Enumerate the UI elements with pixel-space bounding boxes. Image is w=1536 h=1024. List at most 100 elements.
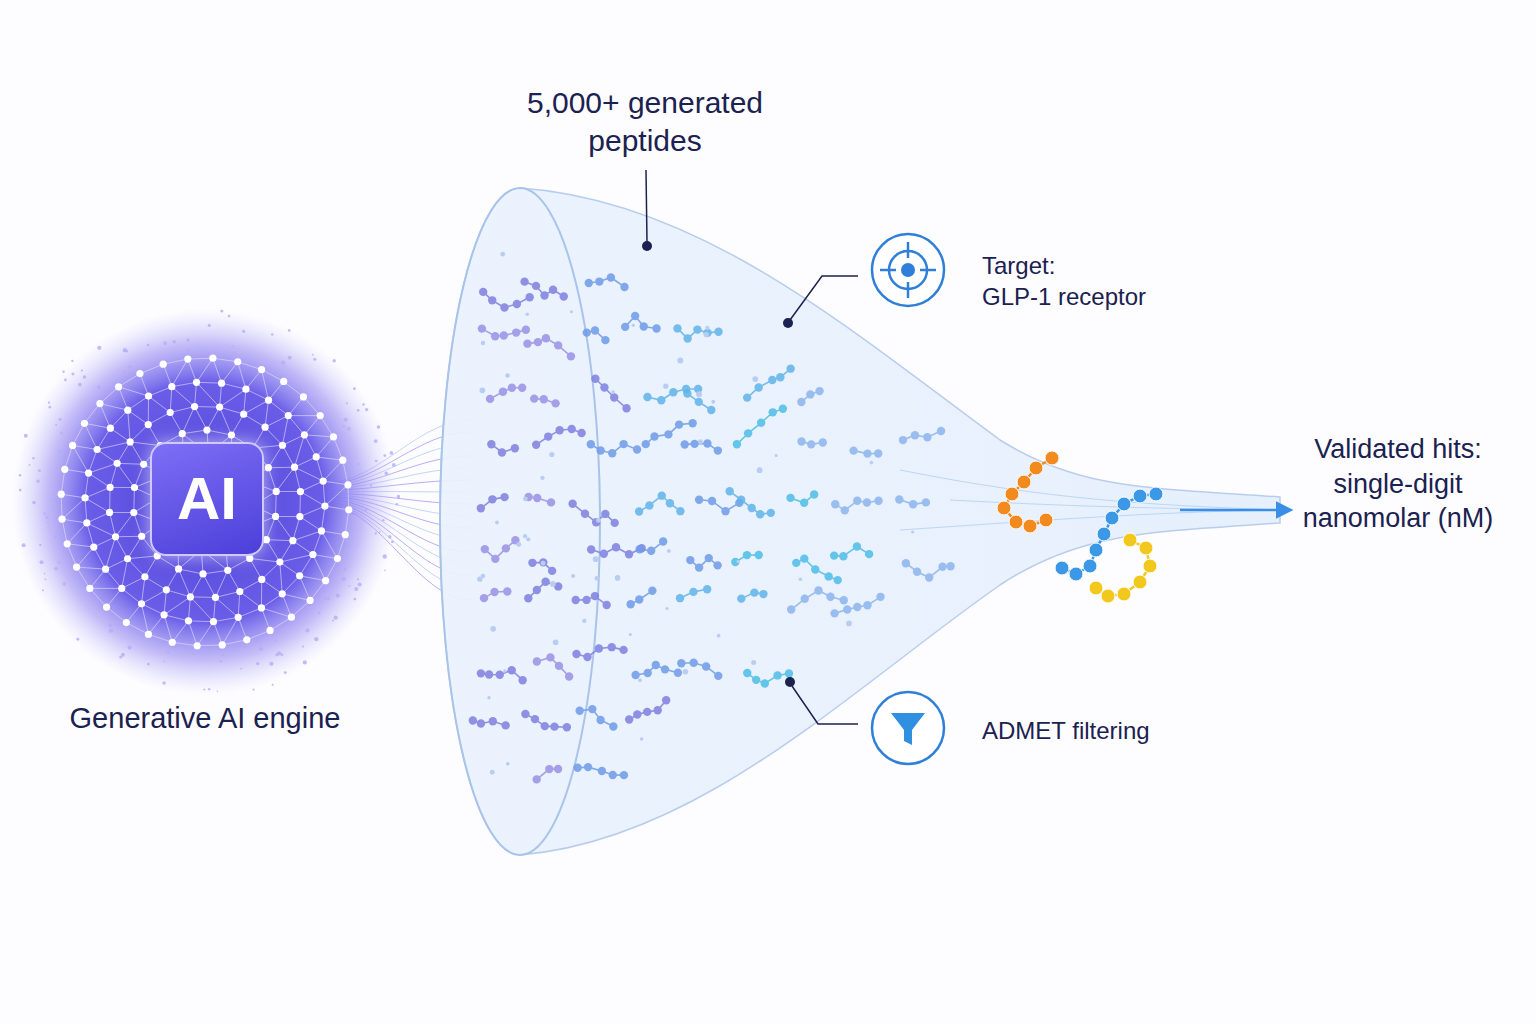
peptide-chain	[521, 710, 571, 732]
peptide-chain	[487, 440, 519, 457]
peptide-chain	[575, 705, 617, 731]
peptide-chain	[587, 543, 646, 559]
particle-dot	[503, 669, 507, 673]
particle-dot	[495, 521, 499, 525]
peptide-chain	[626, 587, 656, 609]
peptide-chain	[686, 554, 722, 572]
particle-dot	[911, 530, 914, 533]
text-line: ADMET filtering	[982, 716, 1222, 747]
ai-engine-sphere: AIGenerative AI engine	[10, 307, 400, 697]
target-callout: Target: GLP-1 receptor	[982, 251, 1222, 312]
peptide-chain	[725, 487, 775, 518]
peptide-chain	[585, 273, 629, 291]
peptide-chain	[621, 312, 661, 333]
funnel-mouth	[440, 188, 600, 855]
particle-dot	[711, 400, 715, 404]
output-callout: Validated hits: single-digit nanomolar (…	[1268, 432, 1528, 536]
peptide-chain	[587, 440, 642, 458]
particle-dot	[505, 373, 510, 378]
leader-dot	[783, 318, 793, 328]
peptide-chain	[524, 493, 555, 507]
peptide-chain	[680, 439, 722, 454]
particle-dot	[480, 388, 486, 394]
funnel-callout: 5,000+ generated peptides	[495, 84, 795, 161]
peptide-chain	[899, 427, 945, 444]
text-line: nanomolar (nM)	[1268, 501, 1528, 536]
text-line: peptides	[495, 122, 795, 160]
peptide-chain	[477, 493, 509, 513]
text-line: Target:	[982, 251, 1222, 282]
filter-icon	[872, 692, 944, 764]
target-icon	[872, 234, 944, 306]
leader-line	[792, 686, 858, 724]
peptide-chain	[528, 558, 556, 575]
particle-dot	[526, 537, 530, 541]
particle-dot	[549, 452, 554, 457]
chip-label: AI	[177, 469, 237, 529]
peptide-chain	[635, 537, 667, 555]
peptide-chain	[731, 551, 763, 566]
peptide-chain	[743, 364, 795, 401]
peptide-chain	[477, 666, 527, 684]
particle-dot	[593, 556, 599, 562]
peptide-chain	[532, 425, 586, 449]
peptide-chain	[797, 437, 827, 448]
hit-chain	[1089, 533, 1157, 603]
hit-chain	[1055, 487, 1163, 581]
particle-dot	[582, 619, 586, 623]
peptide-chain	[849, 446, 882, 457]
peptide-chain	[787, 586, 848, 613]
particle-dot	[541, 561, 546, 566]
peptide-chain	[486, 383, 527, 403]
peptide-chain	[530, 394, 560, 407]
particle-dot	[698, 439, 703, 444]
particle-dot	[752, 376, 758, 382]
peptide-chain	[673, 324, 722, 343]
flow-lines	[900, 470, 1280, 530]
particle-dot	[571, 574, 575, 578]
validated-hit-chains	[997, 451, 1163, 603]
node-heading: Generative AI engine	[0, 702, 420, 735]
particle-dot	[632, 324, 635, 327]
hit-chain	[997, 451, 1059, 533]
peptide-chain	[895, 495, 930, 508]
particle-dot	[799, 577, 803, 581]
peptide-chain	[478, 324, 530, 340]
peptide-chain	[572, 592, 611, 609]
particle-dot	[667, 549, 671, 553]
peptide-chain	[830, 542, 873, 560]
peptide-chain	[583, 326, 610, 344]
particle-dot	[490, 626, 496, 632]
peptide-chain	[631, 661, 682, 679]
peptide-chain	[677, 659, 722, 680]
particle-dot	[717, 634, 721, 638]
particle-dot	[736, 560, 739, 563]
peptide-chain	[797, 387, 824, 406]
peptide-chain	[737, 588, 768, 602]
particle-dot	[477, 576, 482, 581]
peptide-chain	[643, 385, 702, 405]
particle-dot	[500, 252, 505, 257]
peptide-chain	[480, 587, 512, 602]
output-arrow	[1180, 509, 1290, 512]
particle-dot	[705, 326, 709, 330]
peptide-chain	[683, 389, 715, 414]
funnel-body	[440, 188, 1280, 855]
particle-dot	[683, 669, 689, 675]
particle-dot	[665, 607, 668, 610]
particle-dot	[487, 696, 490, 699]
particle-dot	[757, 467, 763, 473]
peptide-chain	[743, 669, 793, 688]
particle-dot	[525, 312, 529, 316]
text-line: 5,000+ generated	[495, 84, 795, 122]
peptide-chain	[479, 288, 534, 312]
particle-dot	[506, 762, 510, 766]
peptide-chain	[481, 536, 520, 563]
ai-chip-box: AI	[150, 442, 264, 556]
peptide-chain	[524, 578, 562, 603]
peptide-chain	[469, 716, 510, 729]
peptide-chain	[902, 559, 955, 582]
particle-dot	[696, 391, 702, 397]
peptide-chain	[573, 763, 628, 779]
